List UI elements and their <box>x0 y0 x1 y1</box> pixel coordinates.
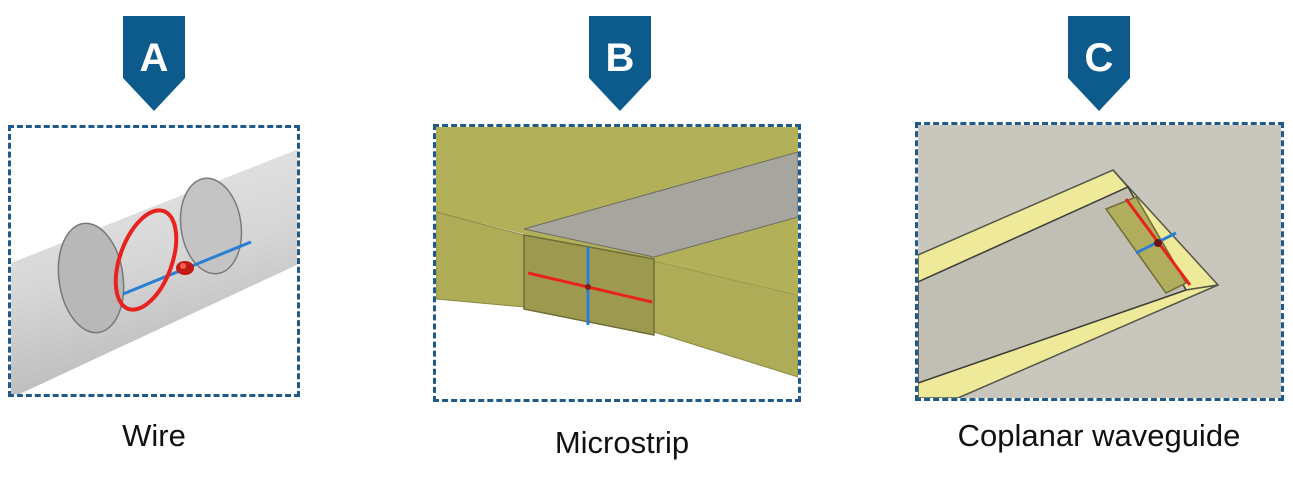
microstrip-panel <box>433 124 801 402</box>
cpw-lower-strip <box>918 284 1219 398</box>
wire-panel <box>8 125 300 397</box>
wire-cut-disk-right <box>179 177 243 275</box>
marker-letter: B <box>605 36 635 80</box>
microstrip-illustration <box>436 127 798 399</box>
pentagon-marker-icon <box>1068 16 1130 111</box>
cpw-illustration <box>918 125 1281 398</box>
microstrip-conductor <box>523 151 798 258</box>
port-center <box>1154 239 1162 247</box>
cpw-center-region <box>918 186 1188 384</box>
port-center <box>585 284 591 290</box>
port-ring <box>113 208 179 312</box>
marker-c: C <box>1068 16 1130 111</box>
caption-wire: Wire <box>122 418 186 453</box>
caption-cpw: Coplanar waveguide <box>957 418 1241 453</box>
wire-illustration <box>11 128 297 394</box>
marker-b: B <box>589 16 651 111</box>
pentagon-marker-icon <box>589 16 651 111</box>
marker-letter: C <box>1084 36 1114 80</box>
substrate-right-surface <box>616 217 798 295</box>
wire-cut-disk-left <box>57 222 125 334</box>
marker-letter: A <box>139 36 169 80</box>
caption-microstrip: Microstrip <box>554 425 690 460</box>
cpw-panel <box>915 122 1284 401</box>
marker-a: A <box>123 16 185 111</box>
pentagon-marker-icon <box>123 16 185 111</box>
